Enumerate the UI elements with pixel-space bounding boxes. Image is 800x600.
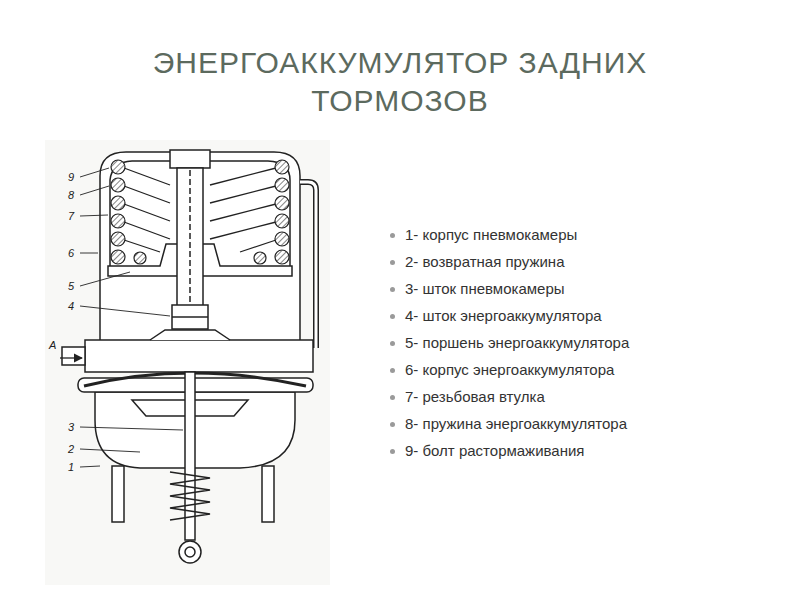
leader-lines <box>80 253 98 254</box>
middle-flange <box>150 330 230 340</box>
list-bullet <box>390 233 395 238</box>
leader-lines <box>80 306 170 316</box>
spring-coils <box>111 196 125 210</box>
air-tube <box>300 182 316 348</box>
middle-flange <box>62 347 85 365</box>
leader-lines <box>80 215 108 216</box>
port-arrow <box>60 358 82 359</box>
drawing-ground <box>45 140 330 585</box>
push-rod <box>170 472 210 520</box>
air-tube <box>300 182 316 348</box>
spring-coils <box>111 250 125 264</box>
list-item: 8- пружина энергоаккумулятора <box>405 415 627 433</box>
callout-number: 3 <box>68 421 74 433</box>
spring-coils <box>111 214 125 228</box>
list-bullet <box>390 287 395 292</box>
leader-lines <box>80 168 183 467</box>
push-rod <box>170 372 210 563</box>
list-bullet <box>390 449 395 454</box>
slide-title: ЭНЕРГОАККУМУЛЯТОР ЗАДНИХ ТОРМОЗОВ <box>90 44 710 120</box>
release-bolt <box>172 316 208 318</box>
middle-flange <box>62 330 313 372</box>
spring-wire <box>210 186 276 203</box>
list-item: 7- резьбовая втулка <box>405 388 545 406</box>
spring-coils <box>275 214 289 228</box>
list-item: 3- шток пневмокамеры <box>405 280 565 298</box>
spring-coils <box>111 178 125 192</box>
list-bullet <box>390 260 395 265</box>
spring-wire <box>210 168 276 185</box>
leader-lines <box>80 449 140 452</box>
list-item: 6- корпус энергоаккумулятора <box>405 361 614 379</box>
callout-number: 5 <box>68 280 74 292</box>
spring-wire <box>124 204 170 221</box>
leader-lines <box>80 427 183 430</box>
list-bullet <box>390 395 395 400</box>
list-item: 4- шток энергоаккумулятора <box>405 307 602 325</box>
spring-wire <box>124 168 170 185</box>
spring-wire <box>124 240 160 252</box>
brake-chamber <box>262 466 274 522</box>
list-bullet <box>390 368 395 373</box>
leader-lines <box>80 272 130 286</box>
spring-wire <box>124 222 170 239</box>
leader-lines <box>80 466 100 467</box>
spring-coils <box>275 178 289 192</box>
callout-number: 9 <box>68 171 74 183</box>
push-rod <box>185 547 195 557</box>
callout-number: A <box>49 339 56 351</box>
callout-number: 8 <box>68 189 74 201</box>
spring-wire <box>210 222 276 239</box>
release-bolt <box>170 150 210 168</box>
list-bullet <box>390 314 395 319</box>
spring-wire <box>210 204 276 221</box>
spring-coils <box>275 250 289 264</box>
callout-number: 6 <box>68 247 74 259</box>
spring-coils <box>134 252 146 264</box>
release-bolt <box>177 168 203 308</box>
spring-wire <box>124 186 170 203</box>
leader-lines <box>80 186 109 195</box>
spring-coils <box>254 252 266 264</box>
spring-coils <box>111 160 125 174</box>
list-item: 1- корпус пневмокамеры <box>405 226 577 244</box>
push-rod <box>179 541 201 563</box>
release-bolt <box>189 170 191 305</box>
list-bullet <box>390 422 395 427</box>
push-rod <box>185 372 195 540</box>
spring-coils <box>275 232 289 246</box>
spring-brake-housing <box>100 152 300 342</box>
release-bolt <box>170 150 210 329</box>
middle-flange <box>85 340 313 372</box>
list-item: 5- поршень энергоаккумулятора <box>405 334 629 352</box>
brake-chamber <box>112 466 124 522</box>
release-bolt <box>172 305 208 329</box>
spring-coils <box>275 160 289 174</box>
list-item: 9- болт растормаживания <box>405 442 584 460</box>
callout-number: 2 <box>68 443 74 455</box>
callout-number: 1 <box>68 461 74 473</box>
leader-lines <box>80 168 109 177</box>
air-tube <box>300 182 316 348</box>
spring-coils <box>111 232 125 246</box>
spring-brake-housing <box>100 152 300 342</box>
spring-coils <box>275 196 289 210</box>
list-item: 2- возвратная пружина <box>405 253 564 271</box>
callout-number: 4 <box>68 300 74 312</box>
list-bullet <box>390 341 395 346</box>
port-arrow <box>60 357 82 358</box>
callout-number: 7 <box>68 210 74 222</box>
spring-wire <box>240 240 276 252</box>
